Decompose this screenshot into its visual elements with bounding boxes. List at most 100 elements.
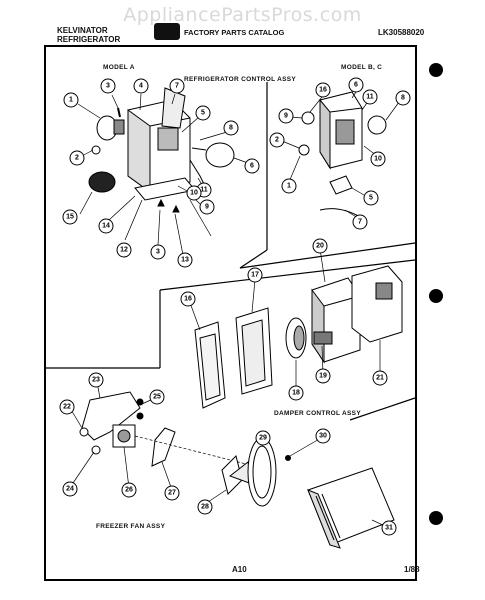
callout-model-a-2: 2 <box>69 150 85 166</box>
svg-text:26: 26 <box>125 487 133 494</box>
damper-cam <box>313 331 333 345</box>
svg-text:21: 21 <box>376 375 384 382</box>
callout-model-a-4: 4 <box>133 78 149 94</box>
callout-fan-25: 25 <box>149 389 165 405</box>
svg-text:10: 10 <box>190 190 198 197</box>
catalog-date: 1/88 <box>404 565 420 574</box>
svg-text:24: 24 <box>66 486 74 493</box>
switch <box>329 175 353 195</box>
svg-text:27: 27 <box>168 490 176 497</box>
callout-model-a-1: 1 <box>63 92 79 108</box>
callout-damper-18: 18 <box>288 385 304 401</box>
callout-fan-31: 31 <box>381 520 397 536</box>
fan-assy-label: FREEZER FAN ASSY <box>96 523 166 530</box>
fan-shroud <box>247 437 277 507</box>
model-bc-label: MODEL B, C <box>341 64 383 71</box>
fan-assembly <box>79 391 395 549</box>
bulb-socket <box>113 119 125 135</box>
divider-line <box>349 397 416 421</box>
lamp-socket <box>301 111 315 125</box>
svg-text:16: 16 <box>184 296 192 303</box>
callout-model-bc-16: 16 <box>315 82 331 98</box>
damper-assembly <box>194 265 403 409</box>
svg-text:14: 14 <box>102 223 110 230</box>
svg-text:31: 31 <box>385 525 393 532</box>
callout-model-bc-9: 9 <box>278 108 294 124</box>
svg-text:2: 2 <box>275 137 279 144</box>
brand-logo <box>154 23 180 40</box>
callout-model-a-3: 3 <box>100 78 116 94</box>
model-a-label: MODEL A <box>103 64 135 71</box>
shaft-bracket <box>151 427 176 467</box>
svg-text:11: 11 <box>366 94 374 101</box>
model-a-assembly <box>88 87 235 213</box>
callout-model-a-14: 14 <box>98 218 114 234</box>
svg-text:8: 8 <box>229 125 233 132</box>
svg-text:22: 22 <box>63 404 71 411</box>
svg-text:9: 9 <box>284 113 288 120</box>
callout-model-bc-7: 7 <box>352 214 368 230</box>
callout-model-bc-5: 5 <box>363 190 379 206</box>
callout-model-a-6: 6 <box>244 158 260 174</box>
svg-text:16: 16 <box>319 87 327 94</box>
callout-model-bc-8: 8 <box>395 90 411 106</box>
callout-model-a-12: 12 <box>116 242 132 258</box>
page-ref: A10 <box>232 565 247 574</box>
callout-fan-22: 22 <box>59 399 75 415</box>
svg-text:9: 9 <box>205 204 209 211</box>
callout-model-bc-1: 1 <box>281 178 297 194</box>
damper-cover <box>351 265 403 343</box>
svg-text:19: 19 <box>319 373 327 380</box>
svg-text:17: 17 <box>251 272 259 279</box>
svg-text:13: 13 <box>181 257 189 264</box>
callout-fan-28: 28 <box>197 499 213 515</box>
svg-text:20: 20 <box>316 243 324 250</box>
light-shield <box>88 171 116 193</box>
callout-fan-24: 24 <box>62 481 78 497</box>
thermostat-block <box>335 119 355 145</box>
svg-text:15: 15 <box>66 214 74 221</box>
damper-assy-label: DAMPER CONTROL ASSY <box>274 410 361 417</box>
callout-damper-17: 17 <box>247 267 263 283</box>
callout-model-a-9: 9 <box>199 199 215 215</box>
callout-fan-23: 23 <box>88 372 104 388</box>
svg-text:5: 5 <box>369 195 373 202</box>
svg-text:29: 29 <box>259 435 267 442</box>
brand-line-2: REFRIGERATOR <box>57 35 121 44</box>
watermark-text: AppliancePartsPros.com <box>123 4 362 26</box>
svg-text:25: 25 <box>153 394 161 401</box>
binder-hole <box>429 63 443 77</box>
svg-text:3: 3 <box>156 249 160 256</box>
thermostat-control <box>157 127 179 151</box>
svg-text:30: 30 <box>319 433 327 440</box>
binder-hole <box>429 289 443 303</box>
svg-text:6: 6 <box>354 82 358 89</box>
svg-text:1: 1 <box>287 183 291 190</box>
callout-model-a-10: 10 <box>186 185 202 201</box>
divider-line <box>239 242 416 269</box>
callout-fan-30: 30 <box>315 428 331 444</box>
callout-model-a-15: 15 <box>62 209 78 225</box>
callout-model-a-5: 5 <box>195 105 211 121</box>
svg-text:6: 6 <box>250 163 254 170</box>
callout-damper-21: 21 <box>372 370 388 386</box>
svg-text:12: 12 <box>120 247 128 254</box>
svg-text:28: 28 <box>201 504 209 511</box>
callout-damper-19: 19 <box>315 368 331 384</box>
svg-text:5: 5 <box>201 110 205 117</box>
callout-model-bc-2: 2 <box>269 132 285 148</box>
callout-fan-27: 27 <box>164 485 180 501</box>
callout-model-bc-6: 6 <box>348 77 364 93</box>
control-knob <box>367 115 387 135</box>
callout-damper-16: 16 <box>180 291 196 307</box>
svg-text:2: 2 <box>75 155 79 162</box>
callout-damper-20: 20 <box>312 238 328 254</box>
callout-model-a-7: 7 <box>169 78 185 94</box>
svg-text:7: 7 <box>358 219 362 226</box>
divider-line <box>239 249 268 269</box>
svg-text:8: 8 <box>401 95 405 102</box>
callout-model-a-13: 13 <box>177 252 193 268</box>
